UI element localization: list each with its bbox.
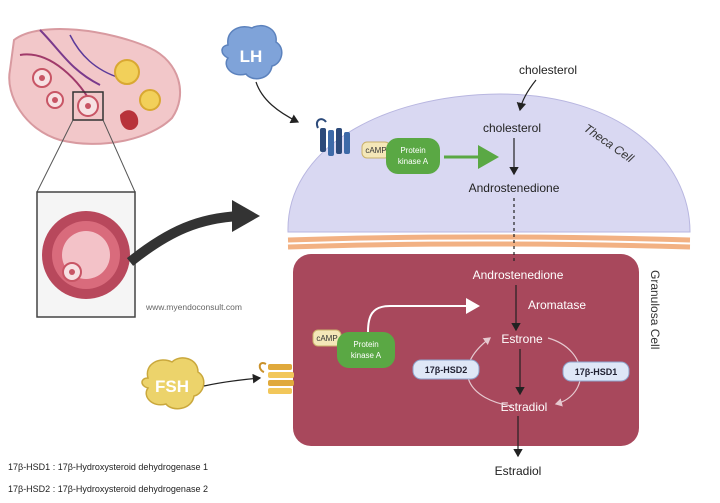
output-estradiol: Estradiol [495, 464, 542, 478]
fsh-label: FSH [155, 377, 189, 396]
granulosa-camp-badge: cAMP [312, 329, 342, 347]
hsd2-cycle-arrow [467, 337, 513, 407]
granulosa-androstenedione: Androstenedione [473, 268, 564, 282]
legend-hsd2: 17β-HSD2 : 17β-Hydroxysteroid dehydrogen… [8, 484, 208, 494]
legend-hsd1: 17β-HSD1 : 17β-Hydroxysteroid dehydrogen… [8, 462, 208, 472]
theca-androstenedione: Androstenedione [469, 181, 560, 195]
hsd1-box: 17β-HSD1 [562, 361, 630, 382]
lh-hormone: LH [221, 24, 283, 80]
granulosa-camp-text: cAMP [316, 334, 337, 343]
estrone-label: Estrone [501, 332, 543, 346]
granulosa-estradiol: Estradiol [501, 400, 548, 414]
aromatase-label: Aromatase [528, 298, 586, 312]
theca-pka-line1: Protein [400, 146, 425, 155]
theca-camp-text: cAMP [365, 146, 386, 155]
theca-camp-badge: cAMP [361, 141, 391, 159]
hsd2-label: 17β-HSD2 [425, 365, 468, 375]
cholesterol-entry-arrow [516, 79, 537, 112]
hsd1-label: 17β-HSD1 [575, 367, 618, 377]
watermark: www.myendoconsult.com [145, 302, 242, 312]
theca-pka: Protein kinase A [386, 138, 440, 174]
cell-membrane [287, 234, 691, 250]
lh-arrow [255, 81, 300, 124]
granulosa-cell-label: Granulosa Cell [648, 270, 662, 349]
lh-label: LH [240, 47, 263, 66]
pka-to-aromatase-arrow [367, 298, 480, 333]
granulosa-pka-line1: Protein [353, 340, 378, 349]
hsd2-box: 17β-HSD2 [412, 359, 480, 380]
fsh-hormone: FSH [141, 357, 205, 410]
zoom-arrow [126, 211, 241, 266]
zoom-arrow-head [232, 200, 260, 232]
outside-cholesterol: cholesterol [519, 63, 577, 77]
granulosa-cell [293, 254, 639, 446]
fsh-receptor-icon [258, 362, 294, 394]
theca-pka-line2: kinase A [398, 157, 429, 166]
granulosa-pka-line2: kinase A [351, 351, 382, 360]
ovary-illustration [8, 27, 181, 193]
theca-cholesterol: cholesterol [483, 121, 541, 135]
granulosa-pka: Protein kinase A [337, 332, 395, 368]
fsh-arrow [203, 373, 262, 387]
follicle-zoom-box [36, 191, 136, 318]
lh-receptor-icon [316, 118, 350, 156]
